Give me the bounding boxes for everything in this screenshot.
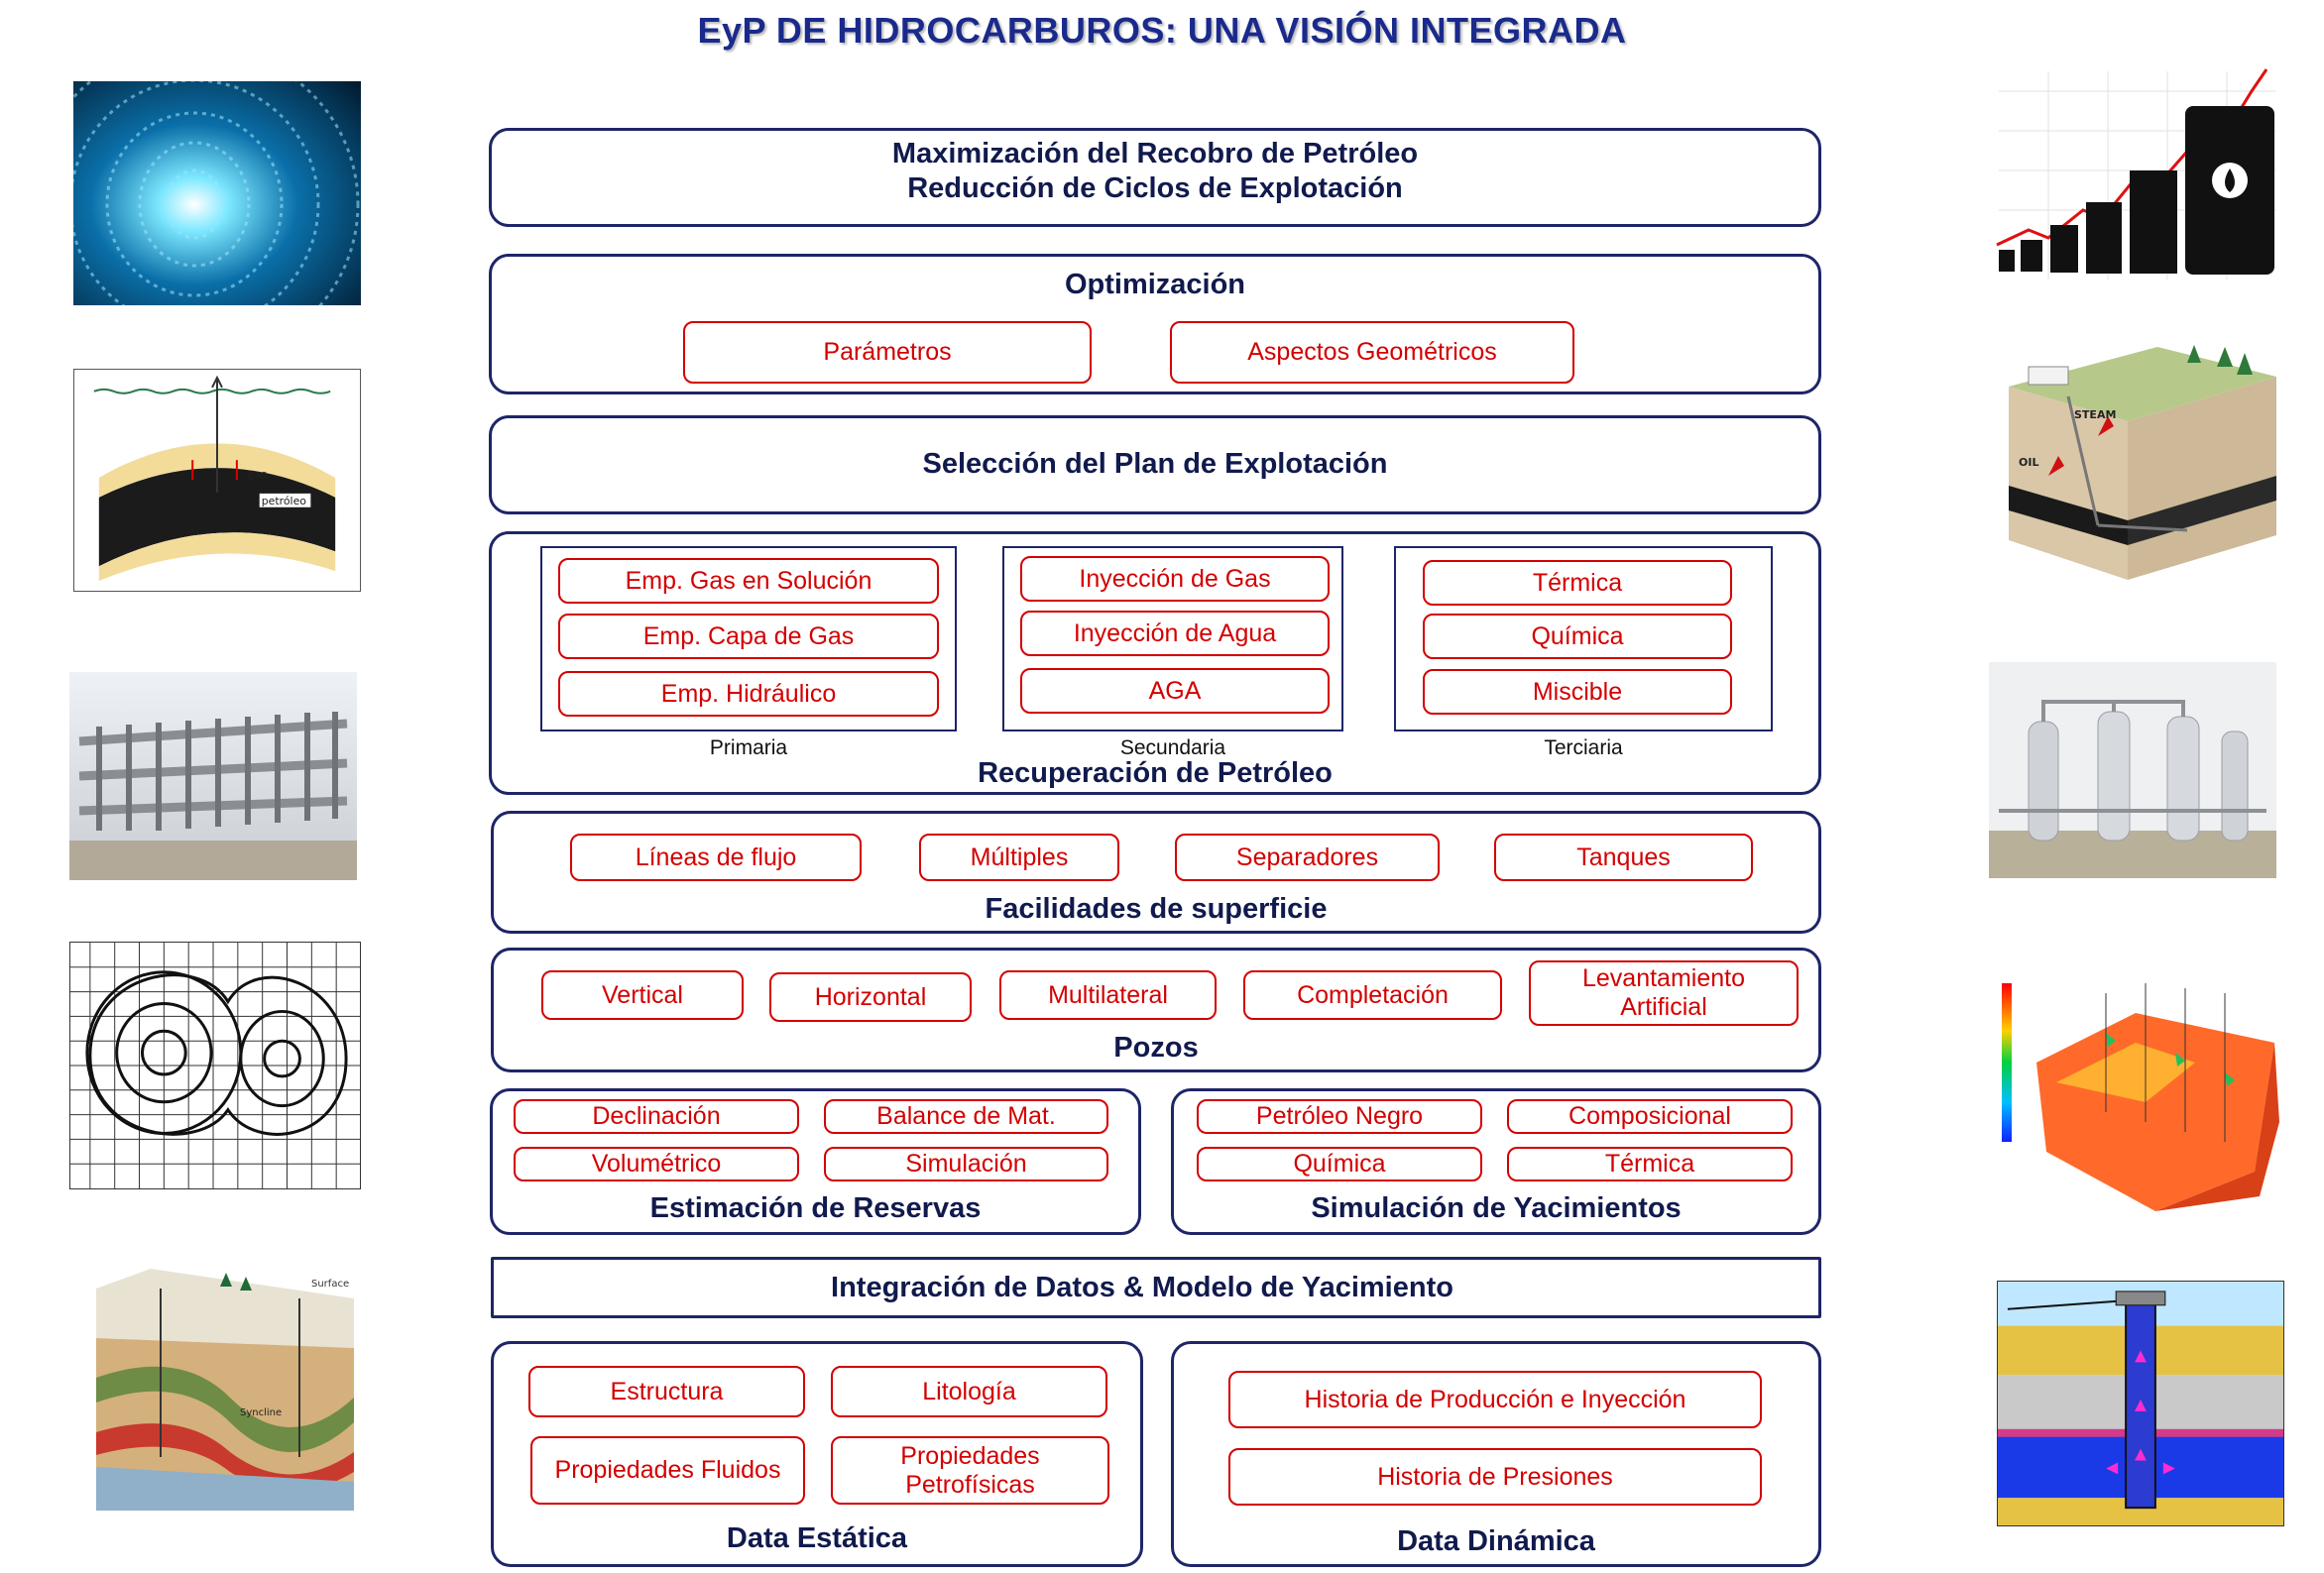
objective-cycles-label: Reducción de Ciclos de Explotación bbox=[907, 172, 1403, 204]
binary-tunnel-image bbox=[73, 81, 361, 305]
integracion-title: Integración de Datos & Modelo de Yacimie… bbox=[831, 1272, 1453, 1303]
geology-surface-label: Surface bbox=[311, 1279, 349, 1290]
seleccion-panel: Selección del Plan de Explotación bbox=[489, 415, 1821, 514]
volumetrico-box: Volumétrico bbox=[514, 1147, 799, 1181]
estatica-title: Data Estática bbox=[726, 1522, 908, 1554]
objectives-panel: Maximización del Recobro de Petróleo Red… bbox=[489, 128, 1821, 227]
seleccion-title: Selección del Plan de Explotación bbox=[922, 448, 1388, 480]
hidraulico-box: Emp. Hidráulico bbox=[558, 671, 939, 717]
multilateral-box: Multilateral bbox=[999, 970, 1217, 1020]
inyeccion-agua-box: Inyección de Agua bbox=[1020, 611, 1330, 656]
reservoir-3d-model-image bbox=[1997, 973, 2286, 1217]
aspectos-geometricos-box: Aspectos Geométricos bbox=[1170, 321, 1574, 384]
petroleo-negro-box: Petróleo Negro bbox=[1197, 1099, 1482, 1134]
propiedades-petrofisicas-box: Propiedades Petrofísicas bbox=[831, 1436, 1109, 1505]
levantamiento-artificial-box: Levantamiento Artificial bbox=[1529, 960, 1799, 1026]
separadores-box: Separadores bbox=[1175, 834, 1440, 881]
oil-barrels-growth-image bbox=[1989, 61, 2284, 299]
tanques-box: Tanques bbox=[1494, 834, 1753, 881]
secundaria-label: Secundaria bbox=[1119, 736, 1226, 759]
facilidades-title: Facilidades de superficie bbox=[985, 893, 1328, 925]
capa-gas-box: Emp. Capa de Gas bbox=[558, 614, 939, 659]
estructura-box: Estructura bbox=[528, 1366, 805, 1417]
steam-oil-label: OIL bbox=[2019, 456, 2038, 469]
vertical-box: Vertical bbox=[541, 970, 744, 1020]
inyeccion-gas-box: Inyección de Gas bbox=[1020, 556, 1330, 602]
estatica-panel: Estructura Litología Propiedades Fluidos… bbox=[491, 1341, 1143, 1567]
dinamica-title: Data Dinámica bbox=[1397, 1525, 1595, 1557]
simulacion-title: Simulación de Yacimientos bbox=[1311, 1192, 1682, 1224]
lineas-flujo-box: Líneas de flujo bbox=[570, 834, 862, 881]
geology-block-image: Surface Syncline bbox=[91, 1259, 359, 1511]
dinamica-panel: Historia de Producción e Inyección Histo… bbox=[1171, 1341, 1821, 1567]
pozos-panel: Vertical Horizontal Multilateral Complet… bbox=[491, 948, 1821, 1072]
horizontal-box: Horizontal bbox=[769, 972, 972, 1022]
terciaria-label: Terciaria bbox=[1544, 736, 1623, 759]
quimica-box: Química bbox=[1423, 614, 1732, 659]
facilidades-panel: Líneas de flujo Múltiples Separadores Ta… bbox=[491, 811, 1821, 934]
geology-syncline-label: Syncline bbox=[240, 1407, 282, 1418]
composicional-box: Composicional bbox=[1507, 1099, 1793, 1134]
gas-solucion-box: Emp. Gas en Solución bbox=[558, 558, 939, 604]
page-title: EyP DE HIDROCARBUROS: UNA VISIÓN INTEGRA… bbox=[697, 10, 1627, 51]
steam-injection-block-image: OIL STEAM bbox=[1989, 327, 2286, 593]
aga-box: AGA bbox=[1020, 668, 1330, 714]
termica-simulacion-box: Térmica bbox=[1507, 1147, 1793, 1181]
optimizacion-title: Optimización bbox=[1064, 269, 1246, 300]
integracion-panel: Integración de Datos & Modelo de Yacimie… bbox=[491, 1257, 1821, 1318]
litologia-box: Litología bbox=[831, 1366, 1107, 1417]
objective-recovery-label: Maximización del Recobro de Petróleo bbox=[891, 138, 1419, 169]
parametros-box: Parámetros bbox=[683, 321, 1092, 384]
quimica-simulacion-box: Química bbox=[1197, 1147, 1482, 1181]
pipeline-manifold-image bbox=[69, 672, 357, 880]
recuperacion-title: Recuperación de Petróleo bbox=[978, 757, 1333, 789]
primaria-group: Emp. Gas en Solución Emp. Capa de Gas Em… bbox=[540, 546, 957, 731]
recuperacion-panel: Emp. Gas en Solución Emp. Capa de Gas Em… bbox=[489, 531, 1821, 795]
simulacion-panel: Petróleo Negro Composicional Química Tér… bbox=[1171, 1088, 1821, 1235]
optimizacion-panel: Optimización Parámetros Aspectos Geométr… bbox=[489, 254, 1821, 394]
primaria-label: Primaria bbox=[709, 736, 788, 759]
wellbore-reservoir-image bbox=[1997, 1281, 2284, 1526]
simulacion-reservas-box: Simulación bbox=[824, 1147, 1108, 1181]
reservas-panel: Declinación Balance de Mat. Volumétrico … bbox=[490, 1088, 1141, 1235]
pozos-title: Pozos bbox=[1113, 1032, 1199, 1064]
termica-box: Térmica bbox=[1423, 560, 1732, 606]
contour-grid-image bbox=[69, 942, 361, 1189]
reservoir-oil-label: petróleo bbox=[262, 495, 307, 507]
reservoir-gas-label: gas bbox=[248, 468, 268, 481]
historia-produccion-box: Historia de Producción e Inyección bbox=[1228, 1371, 1762, 1428]
secundaria-group: Inyección de Gas Inyección de Agua AGA bbox=[1002, 546, 1343, 731]
separators-facility-image bbox=[1989, 662, 2276, 878]
terciaria-group: Térmica Química Miscible bbox=[1394, 546, 1773, 731]
reservas-title: Estimación de Reservas bbox=[649, 1192, 982, 1224]
steam-steam-label: STEAM bbox=[2074, 408, 2116, 421]
propiedades-fluidos-box: Propiedades Fluidos bbox=[530, 1436, 805, 1505]
historia-presiones-box: Historia de Presiones bbox=[1228, 1448, 1762, 1506]
reservoir-anticline-image: gas petróleo bbox=[73, 369, 361, 592]
miscible-box: Miscible bbox=[1423, 669, 1732, 715]
declinacion-box: Declinación bbox=[514, 1099, 799, 1134]
balance-materiales-box: Balance de Mat. bbox=[824, 1099, 1108, 1134]
completacion-box: Completación bbox=[1243, 970, 1502, 1020]
multiples-box: Múltiples bbox=[919, 834, 1119, 881]
